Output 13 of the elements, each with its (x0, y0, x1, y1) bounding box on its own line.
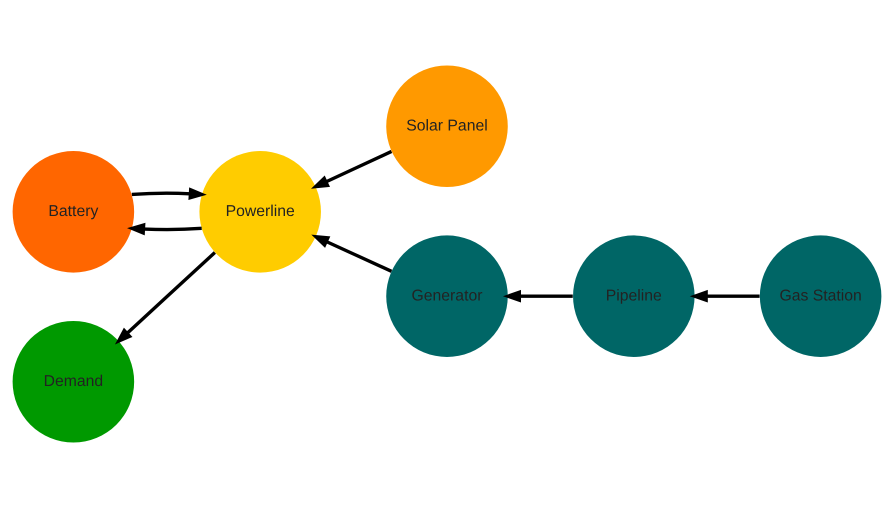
node-circle: Pipeline (573, 235, 695, 357)
arrow (311, 234, 392, 273)
node-circle: Powerline (199, 151, 321, 273)
node-circle: Generator (386, 235, 508, 357)
node-circle: Gas Station (760, 235, 882, 357)
node-circle: Battery (12, 151, 134, 273)
node-circle: Solar Panel (386, 66, 508, 188)
arrow (690, 290, 760, 303)
arrow (114, 251, 216, 345)
arrow (502, 290, 573, 303)
arrow (127, 222, 202, 236)
arrow (310, 150, 392, 189)
arrow (132, 187, 207, 200)
